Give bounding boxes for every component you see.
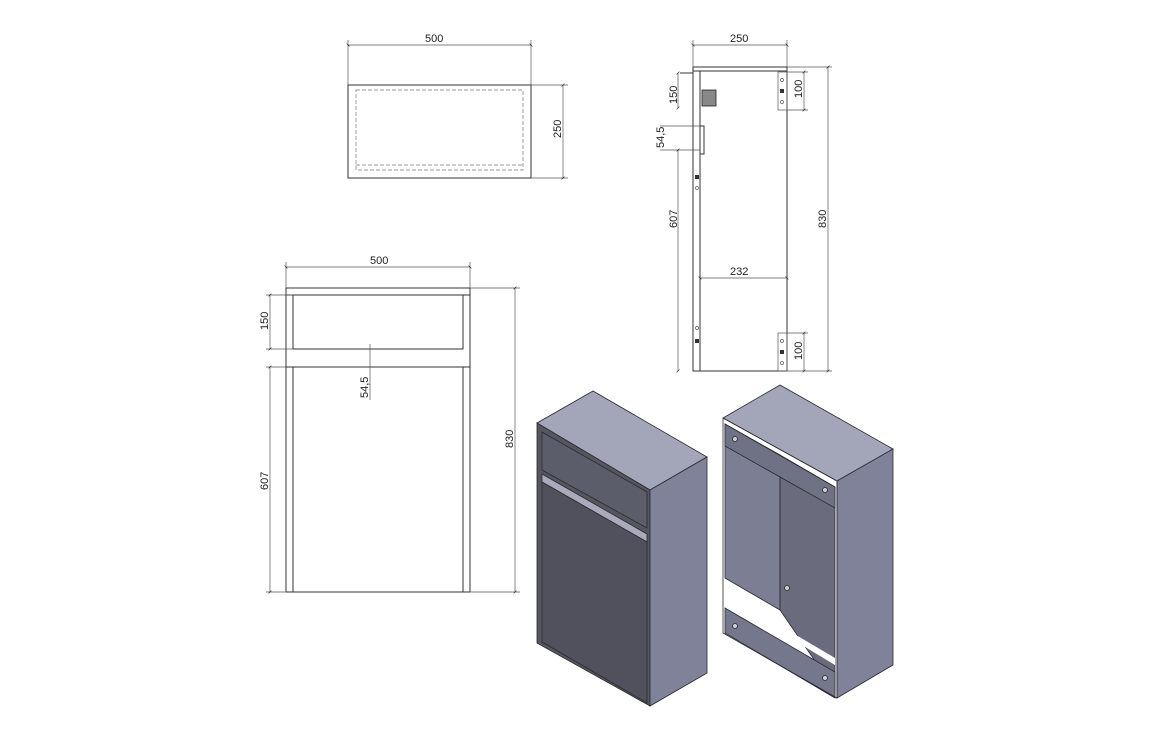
side-bracket-bottom-dim: 100 [793,342,805,360]
side-drawer-dim: 150 [668,86,680,104]
side-inner-depth-dim: 232 [730,266,748,278]
iso-back-view [722,384,894,699]
side-door-dim: 607 [668,210,680,228]
side-depth-dim: 250 [730,33,748,45]
top-depth-dim: 250 [552,120,564,138]
top-view: 500 250 [346,33,568,180]
iso-front-view [536,390,708,707]
front-height-dim: 830 [504,430,516,448]
side-view: 250 150 54,5 607 232 830 100 100 [655,33,832,373]
top-width-dim: 500 [425,33,443,45]
hinge-icon [701,89,717,107]
front-drawer-dim: 150 [259,312,271,330]
front-width-dim: 500 [370,255,388,267]
side-height-dim: 830 [817,210,829,228]
front-door-dim: 607 [259,472,271,490]
side-bracket-top-dim: 100 [793,80,805,98]
front-gap-dim: 54,5 [359,377,371,398]
front-view: 500 150 54,5 607 830 [259,255,520,594]
side-gap-dim: 54,5 [655,127,667,148]
